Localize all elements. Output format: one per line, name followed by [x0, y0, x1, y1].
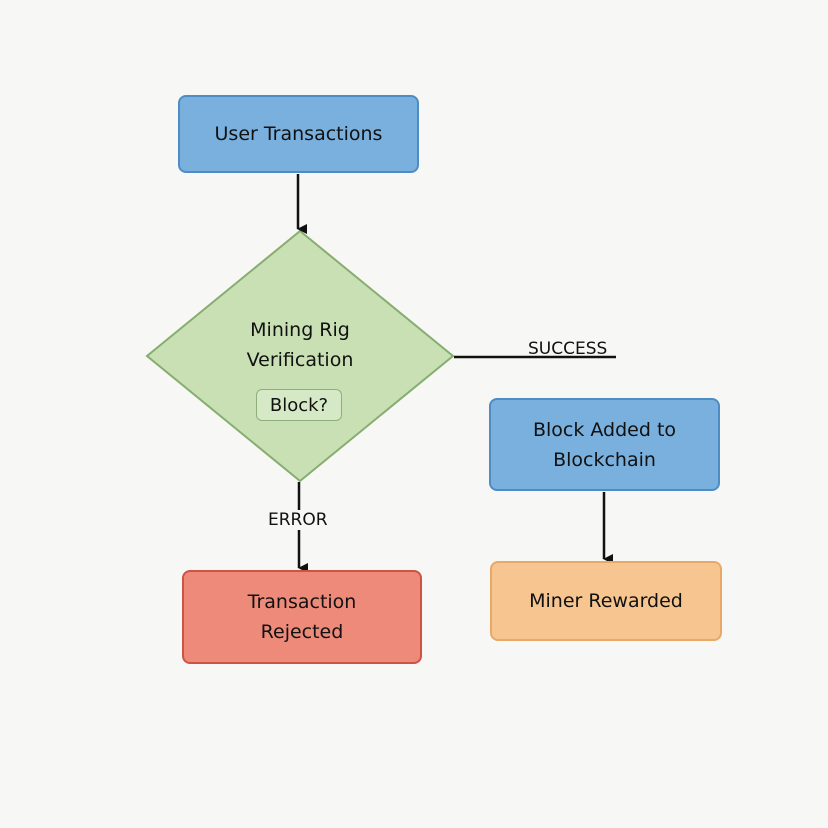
decision-sub-label: Block? — [256, 389, 342, 421]
node-label: Block Added to Blockchain — [532, 418, 677, 471]
decision-label: Mining Rig Verification — [246, 319, 354, 371]
node-transaction-rejected[interactable]: Transaction Rejected — [182, 570, 422, 664]
node-label: Miner Rewarded — [529, 590, 683, 612]
decision-diamond[interactable] — [145, 229, 455, 483]
node-label: User Transactions — [214, 123, 383, 145]
node-miner-rewarded[interactable]: Miner Rewarded — [490, 561, 722, 641]
node-user-transactions[interactable]: User Transactions — [178, 95, 419, 173]
edge-label-error: ERROR — [268, 510, 328, 530]
node-block-added[interactable]: Block Added to Blockchain — [489, 398, 720, 491]
edge-label-success: SUCCESS — [528, 339, 608, 359]
node-label: Transaction Rejected — [247, 591, 357, 643]
